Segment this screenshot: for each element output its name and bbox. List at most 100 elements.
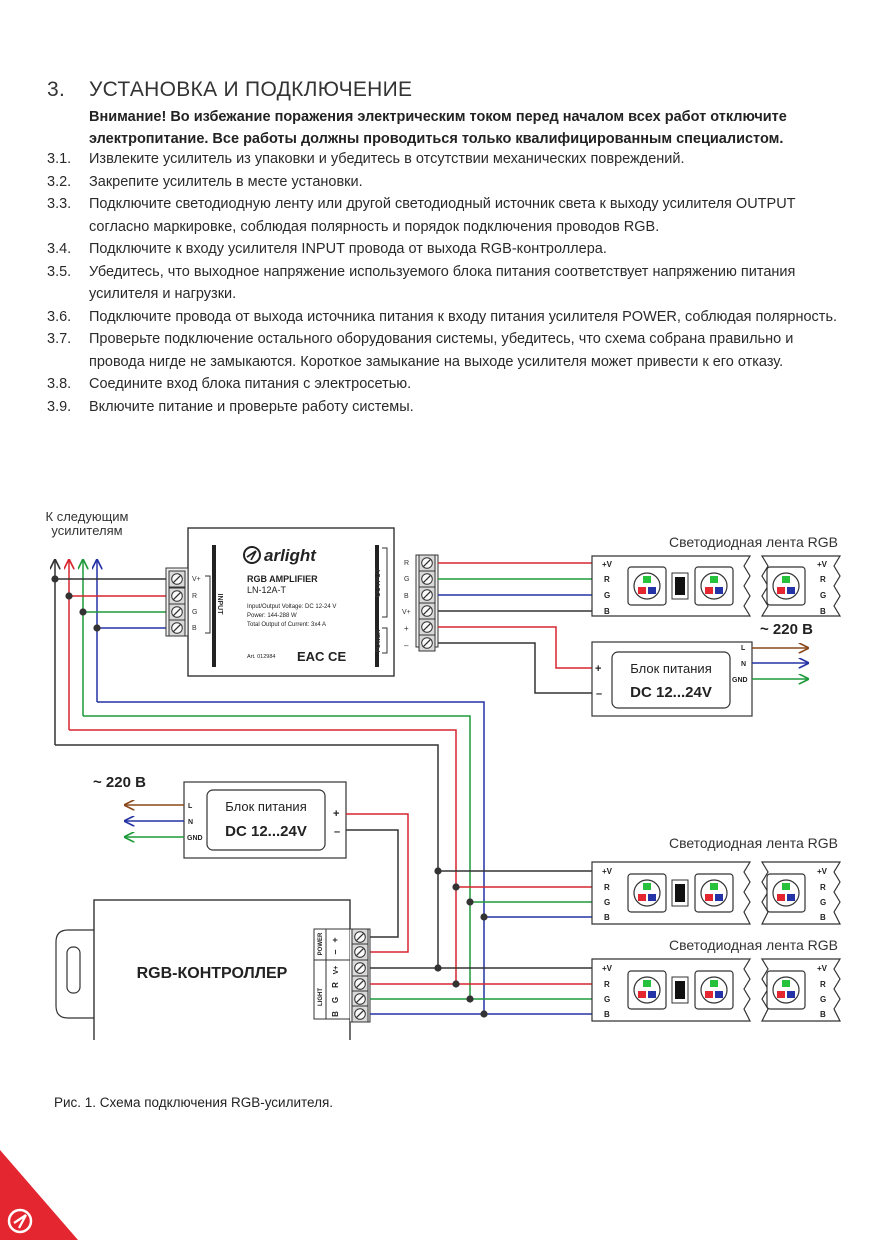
rgb-led-icon (766, 566, 806, 606)
psu-title: Блок питания (630, 661, 711, 676)
controller-light-label: LIGHT (318, 988, 324, 1006)
next-amplifiers-label-2: усилителям (51, 523, 122, 538)
rgb-led-icon (627, 970, 667, 1010)
amplifier-output-wires (438, 562, 592, 694)
strip-pin-label: R (604, 883, 610, 892)
step-text: Закрепите усилитель в месте установки. (89, 173, 363, 190)
strip-pin-label: G (604, 591, 610, 600)
strip-pin-label: R (604, 980, 610, 989)
rgb-led-icon (627, 566, 667, 606)
psu-pin-label: – (596, 688, 602, 700)
junction-dots (434, 867, 488, 1018)
psu-pin-label: L (188, 803, 193, 810)
step-number: 3.1. (47, 151, 72, 167)
step-number: 3.3. (47, 196, 72, 212)
strip-label: Светодиодная лента RGB (669, 534, 838, 550)
strip-pin-label: B (820, 913, 826, 922)
warning-text: Внимание! Во избежание поражения электри… (89, 109, 787, 147)
input-pin-label: R (192, 593, 197, 600)
power-supply-2: ~ 220 В Блок питания DC 12...24V L N GND… (93, 774, 409, 953)
step-text: Включите питание и проверьте работу сист… (89, 398, 414, 415)
rgb-led-icon (694, 873, 734, 913)
junction-dot (65, 592, 73, 600)
step-text: Подключите к входу усилителя INPUT прово… (89, 241, 607, 257)
wiring-diagram: К следующим усилителям V+ R G B IN (46, 509, 842, 1040)
next-amplifiers-label-1: К следующим (46, 509, 129, 524)
step-text: Убедитесь, что выходное напряжение испол… (89, 263, 796, 303)
psu-pin-label: N (741, 661, 746, 668)
psu-pin-label: GND (732, 677, 748, 684)
controller-output-wires (370, 870, 592, 1015)
strip-pin-label: +V (817, 867, 828, 876)
psu-pin-label: + (595, 663, 601, 675)
step-text: Подключите светодиодную ленту или другой… (89, 196, 796, 235)
psu-pin-label: L (741, 645, 746, 652)
strip-pin-label: G (604, 995, 610, 1004)
psu-title: Блок питания (225, 799, 306, 814)
resistor-icon (671, 879, 689, 907)
psu-pin-label: + (333, 808, 339, 820)
power-pin-label: + (404, 624, 409, 633)
resistor-icon (671, 572, 689, 600)
amplifier-art: Art. 012984 (247, 654, 275, 660)
step-text: Соедините вход блока питания с электросе… (89, 376, 412, 392)
certification-marks: EAC CE (297, 649, 346, 664)
controller-pin-label: B (331, 1011, 340, 1017)
step-number: 3.5. (47, 263, 72, 280)
strip-pin-label: +V (602, 964, 613, 973)
rgb-led-icon (694, 566, 734, 606)
input-pin-label: V+ (192, 576, 201, 583)
psu-voltage: DC 12...24V (630, 684, 712, 701)
step-item: 3.6. Подключите провода от выхода источни… (47, 306, 847, 329)
input-pin-label: B (192, 625, 197, 632)
step-number: 3.4. (47, 241, 72, 257)
strip-pin-label: R (604, 575, 610, 584)
step-number: 3.7. (47, 331, 72, 347)
step-number: 3.9. (47, 398, 72, 415)
step-number: 3.6. (47, 308, 72, 325)
led-strip-2: Светодиодная лента RGB +V R G B +V R G B (591, 835, 842, 925)
rgb-led-icon (766, 873, 806, 913)
output-pin-label: R (404, 560, 409, 567)
junction-dot (51, 575, 59, 583)
psu-pin-label: N (188, 819, 193, 826)
strip-pin-label: G (604, 898, 610, 907)
strip-pin-label: R (820, 883, 826, 892)
next-amplifier-wires (55, 560, 97, 745)
junction-dot (79, 608, 87, 616)
mains-label: ~ 220 В (93, 774, 146, 791)
rgb-controller: RGB-КОНТРОЛЛЕР POWER LIGHT + – V+ R G B (55, 899, 371, 1040)
led-strip-1: Светодиодная лента RGB +V R G B +V R G B (591, 534, 842, 617)
input-label: INPUT (216, 594, 223, 616)
amplifier-spec: Power: 144-288 W (247, 613, 297, 619)
strip-label: Светодиодная лента RGB (669, 835, 838, 851)
strip-pin-label: +V (602, 560, 613, 569)
power-label: POWER (376, 629, 382, 652)
controller-title: RGB-КОНТРОЛЛЕР (137, 965, 288, 982)
strip-pin-label: R (820, 575, 826, 584)
psu-pin-label: GND (187, 835, 203, 842)
input-pin-label: G (192, 609, 197, 616)
section-number: 3. (47, 78, 66, 101)
section-title: 3. УСТАНОВКА И ПОДКЛЮЧЕНИЕ (47, 78, 412, 102)
amplifier-spec: Input/Output Voltage: DC 12-24 V (247, 604, 336, 610)
rgb-led-icon (627, 873, 667, 913)
step-item: 3.4. Подключите к входу усилителя INPUT п… (47, 238, 847, 261)
step-item: 3.9. Включите питание и проверьте работу … (47, 396, 847, 419)
amplifier-model: LN-12A-T (247, 585, 287, 595)
step-number: 3.8. (47, 376, 72, 392)
step-number: 3.2. (47, 173, 72, 190)
step-item: 3.5. Убедитесь, что выходное напряжение и… (47, 261, 847, 306)
rgb-led-icon (766, 970, 806, 1010)
output-pin-label: B (404, 593, 409, 600)
strip-pin-label: G (820, 898, 826, 907)
strip-pin-label: B (820, 607, 826, 616)
step-text: Подключите провода от выхода источника п… (89, 308, 838, 325)
controller-pin-label: + (330, 937, 340, 942)
power-supply-1: ~ 220 В Блок питания DC 12...24V + – L N… (591, 621, 813, 717)
output-pin-label: V+ (402, 609, 411, 616)
figure-caption: Рис. 1. Схема подключения RGB-усилителя. (54, 1095, 334, 1110)
section-title-text: УСТАНОВКА И ПОДКЛЮЧЕНИЕ (89, 78, 413, 101)
strip-label: Светодиодная лента RGB (669, 937, 838, 953)
mains-label: ~ 220 В (760, 621, 813, 638)
